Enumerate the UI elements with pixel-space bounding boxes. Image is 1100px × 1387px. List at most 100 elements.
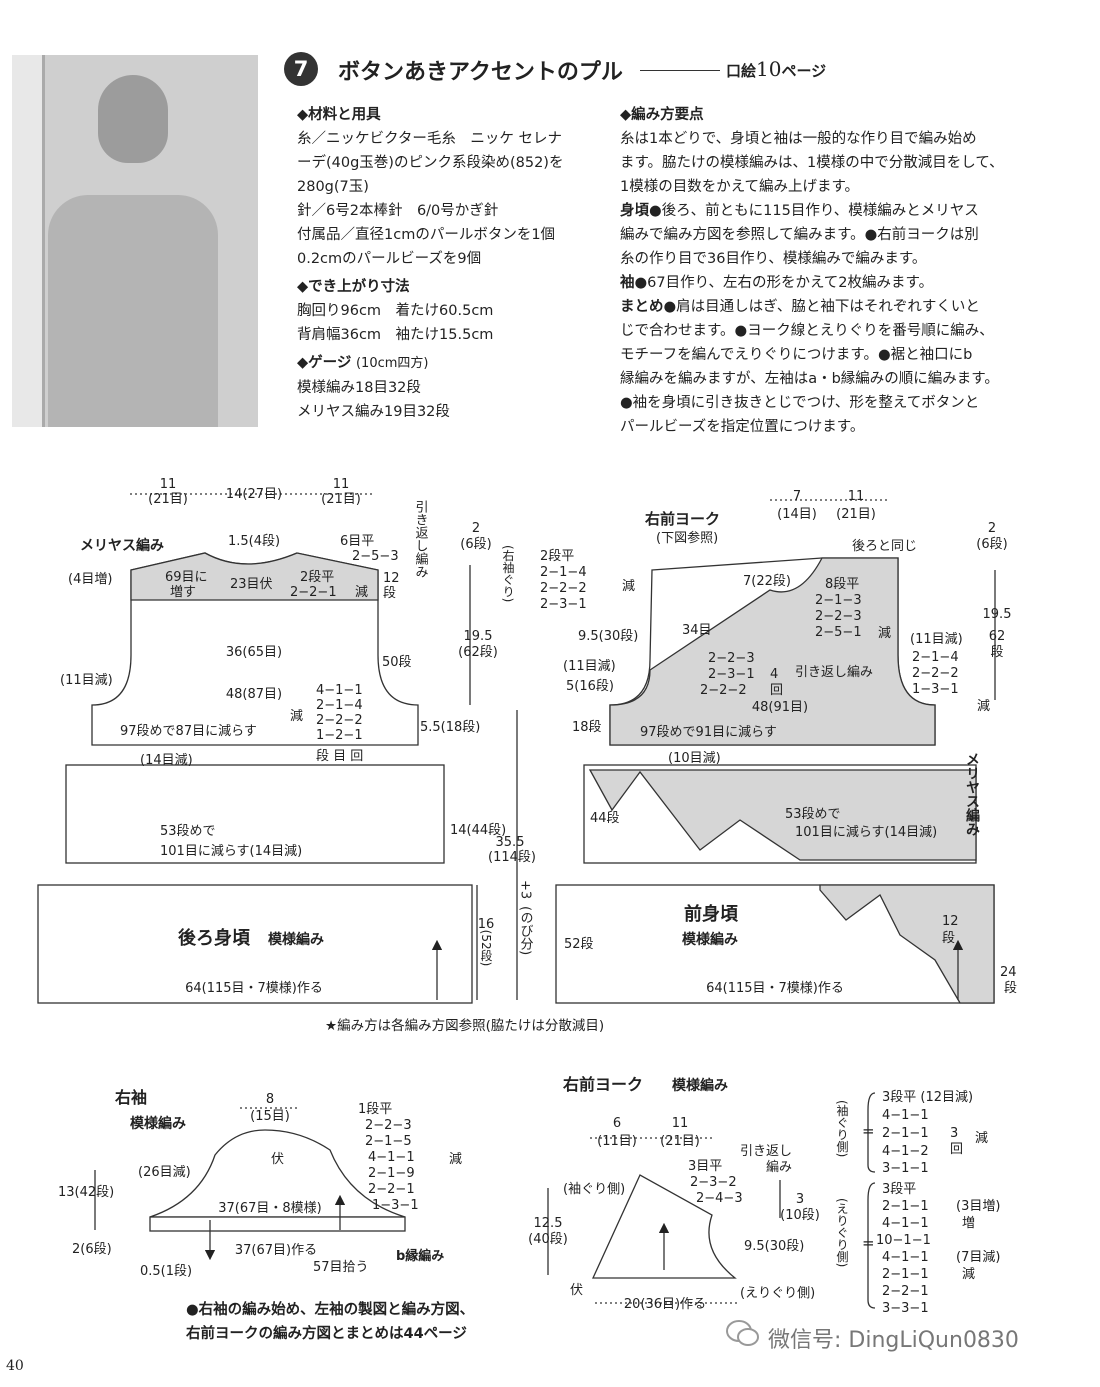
- materials-line: 280g(7玉): [297, 179, 369, 195]
- svg-text:44段: 44段: [590, 811, 620, 826]
- photo-head: [98, 75, 168, 163]
- svg-text:2−2−1: 2−2−1: [882, 1284, 929, 1299]
- svg-text:(7目減): (7目減): [956, 1249, 1000, 1265]
- points-line: パールビーズを指定位置につけます。: [620, 419, 865, 435]
- svg-text:2−1−4: 2−1−4: [540, 565, 587, 580]
- svg-text:(えりぐり側): (えりぐり側): [835, 1198, 849, 1267]
- svg-text:20(36目)作る: 20(36目)作る: [624, 1297, 706, 1312]
- svg-text:減: 減: [975, 1130, 988, 1146]
- svg-text:(62段): (62段): [458, 645, 498, 660]
- svg-text:(6段): (6段): [976, 537, 1007, 552]
- svg-text:(えりぐり側): (えりぐり側): [740, 1286, 815, 1301]
- svg-text:36(65目): 36(65目): [226, 645, 282, 660]
- svg-text:11: 11: [333, 477, 350, 492]
- svg-text:(21目): (21目): [836, 507, 876, 522]
- svg-text:(21目): (21目): [660, 1134, 700, 1149]
- svg-text:2−1−1: 2−1−1: [882, 1126, 929, 1141]
- svg-text:3−1−1: 3−1−1: [882, 1161, 929, 1176]
- svg-text:2: 2: [988, 521, 996, 536]
- svg-text:後ろ身頃: 後ろ身頃: [178, 927, 251, 949]
- svg-text:13(42段): 13(42段): [58, 1185, 114, 1200]
- svg-text:8段平: 8段平: [825, 577, 859, 592]
- svg-text:2−1−1: 2−1−1: [882, 1267, 929, 1282]
- points-line: 1模様の目数をかえて編み上げます。: [620, 179, 860, 195]
- pattern-number: 7: [284, 52, 318, 86]
- svg-text:メリヤス編み: メリヤス編み: [964, 752, 980, 836]
- points-line: 縁編みを編みますが、左袖はa・b縁編みの順に編みます。: [620, 371, 999, 387]
- svg-text:5(16段): 5(16段): [566, 679, 614, 694]
- svg-text:57目拾う: 57目拾う: [313, 1260, 369, 1275]
- svg-text:(右袖ぐり): (右袖ぐり): [501, 545, 515, 602]
- materials-line: ーデ(40g玉巻)のピンク系段染め(852)を: [297, 155, 564, 171]
- svg-text:右前ヨーク: 右前ヨーク: [563, 1075, 643, 1094]
- svg-text:14(27目): 14(27目): [226, 487, 282, 502]
- svg-text:12.5: 12.5: [534, 1216, 563, 1231]
- points-block: ◆編み方要点 糸は1本どりで、身頃と袖は一般的な作り目で編み始め ます。脇たけの…: [620, 103, 1050, 439]
- svg-text:模様編み: 模様編み: [130, 1115, 186, 1132]
- svg-text:伏: 伏: [271, 1152, 284, 1167]
- points-line: モチーフを編んでえりぐりにつけます。●裾と袖口にb: [620, 347, 973, 363]
- svg-text:段 目 回: 段 目 回: [316, 749, 363, 764]
- points-line: 身頃●後ろ、前ともに115目作り、模様編みとメリヤス: [620, 203, 979, 219]
- gauge-line: 模様編み18目32段: [297, 380, 421, 396]
- svg-text:模様編み: 模様編み: [672, 1077, 728, 1094]
- svg-text:(21目): (21目): [148, 492, 188, 507]
- svg-text:2−5−1: 2−5−1: [815, 625, 862, 640]
- svg-text:4−1−1: 4−1−1: [882, 1216, 929, 1231]
- svg-text:4−1−2: 4−1−2: [882, 1144, 929, 1159]
- svg-text:37(67目・8模様): 37(67目・8模様): [218, 1201, 322, 1216]
- svg-text:2段平: 2段平: [300, 570, 334, 585]
- svg-text:2−3−1: 2−3−1: [540, 597, 587, 612]
- model-photo: [12, 55, 258, 427]
- svg-text:11: 11: [160, 477, 177, 492]
- svg-text:(14目): (14目): [777, 507, 817, 522]
- svg-text:b縁編み: b縁編み: [396, 1248, 444, 1264]
- front-body-outline: [555, 557, 995, 1004]
- svg-text:69目に: 69目に: [165, 570, 208, 585]
- svg-text:1.5(4段): 1.5(4段): [228, 534, 280, 549]
- svg-text:段: 段: [990, 645, 1003, 660]
- svg-text:4−1−1: 4−1−1: [368, 1150, 415, 1165]
- size-line: 胸回り96cm 着たけ60.5cm: [297, 303, 494, 319]
- svg-text:(15目): (15目): [250, 1109, 290, 1124]
- wechat-icon: [726, 1320, 759, 1346]
- svg-text:1−3−1: 1−3−1: [372, 1198, 419, 1213]
- svg-text:2−5−3: 2−5−3: [352, 549, 399, 564]
- svg-text:6目平: 6目平: [340, 534, 374, 549]
- svg-text:(11目減): (11目減): [60, 672, 113, 688]
- svg-text:2−2−2: 2−2−2: [316, 713, 363, 728]
- svg-text:11: 11: [672, 1116, 689, 1131]
- svg-text:(14目減): (14目減): [140, 752, 193, 768]
- svg-text:段: 段: [942, 931, 955, 946]
- svg-text:2−2−2: 2−2−2: [912, 666, 959, 681]
- svg-text:8: 8: [266, 1092, 274, 1107]
- materials-line: 付属品／直径1cmのパールボタンを1個: [297, 227, 556, 243]
- size-line: 背肩幅36cm 袖たけ15.5cm: [297, 327, 494, 343]
- svg-text:(114段): (114段): [488, 850, 536, 865]
- svg-text:7: 7: [793, 489, 801, 504]
- svg-text:3: 3: [950, 1126, 958, 1141]
- svg-text:2−2−1: 2−2−1: [368, 1182, 415, 1197]
- svg-text:減: 減: [977, 698, 990, 714]
- svg-text:2−1−3: 2−1−3: [815, 593, 862, 608]
- svg-text:5.5(18段): 5.5(18段): [420, 720, 480, 735]
- svg-text:+3: +3: [518, 880, 533, 899]
- svg-text:2−2−3: 2−2−3: [815, 609, 862, 624]
- svg-text:9.5(30段): 9.5(30段): [578, 629, 638, 644]
- svg-text:24: 24: [1000, 965, 1017, 980]
- svg-text:回: 回: [770, 683, 783, 698]
- diagram-footnote: ★編み方は各編み方図参照(脇たけは分散減目): [325, 1017, 604, 1034]
- materials-block: ◆材料と用具 糸／ニッケビクター毛糸 ニッケ セレナ ーデ(40g玉巻)のピンク…: [297, 103, 597, 424]
- svg-text:48(91目): 48(91目): [752, 700, 808, 715]
- points-line: 糸は1本どりで、身頃と袖は一般的な作り目で編み始め: [620, 131, 977, 147]
- svg-text:0.5(1段): 0.5(1段): [140, 1264, 192, 1279]
- svg-text:2−1−9: 2−1−9: [368, 1166, 415, 1181]
- svg-text:増す: 増す: [170, 585, 196, 600]
- svg-text:18段: 18段: [572, 720, 602, 735]
- points-line: じで合わせます。●ヨーク線とえりぐりを番号順に編み、: [620, 323, 994, 339]
- svg-text:1−3−1: 1−3−1: [912, 682, 959, 697]
- bottom-note-line: 右前ヨークの編み方図とまとめは44ページ: [186, 1326, 467, 1342]
- svg-text:4−1−1: 4−1−1: [316, 683, 363, 698]
- svg-text:1−2−1: 1−2−1: [316, 728, 363, 743]
